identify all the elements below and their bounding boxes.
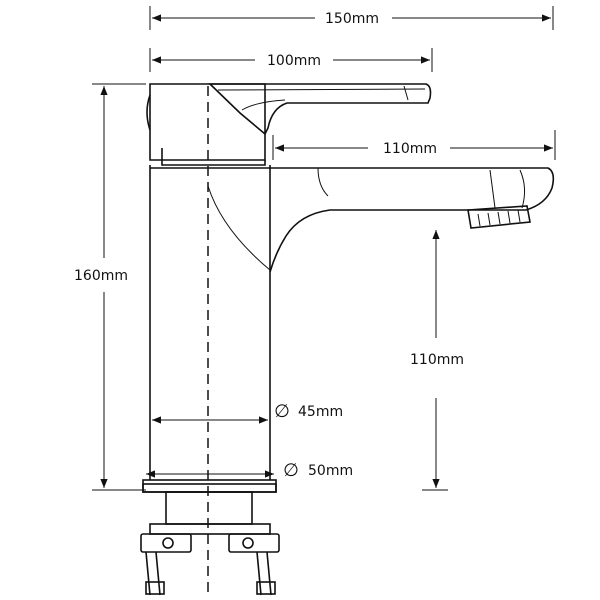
faucet-body [140,83,555,596]
base-diameter-symbol: ∅ [283,460,299,481]
base-diameter-label: 50mm [308,463,353,479]
spout-clearance-label: 110mm [410,352,464,368]
dim-body-diameter: ∅ 45mm [152,401,343,424]
dim-spout-clearance: 110mm [410,230,464,491]
spout-reach-label: 110mm [383,141,437,157]
body-diameter-label: 45mm [298,404,343,420]
handle-width-label: 100mm [267,53,321,69]
mounting-bracket-right [228,533,280,553]
spout [269,167,555,273]
mounting-bracket-left [140,533,192,553]
dim-handle-width: 100mm [149,48,433,72]
dim-spout-reach: 110mm [272,130,556,160]
body-diameter-symbol: ∅ [274,401,290,422]
dim-base-diameter: ∅ 50mm [146,460,353,481]
height-label: 160mm [74,268,128,284]
base-ring [142,479,277,493]
aerator [467,205,531,229]
dim-overall-width: 150mm [149,6,554,30]
mounting-shank [165,491,253,525]
dim-height: 160mm [74,83,146,491]
handle-lever [208,83,432,136]
overall-width-label: 150mm [325,11,379,27]
